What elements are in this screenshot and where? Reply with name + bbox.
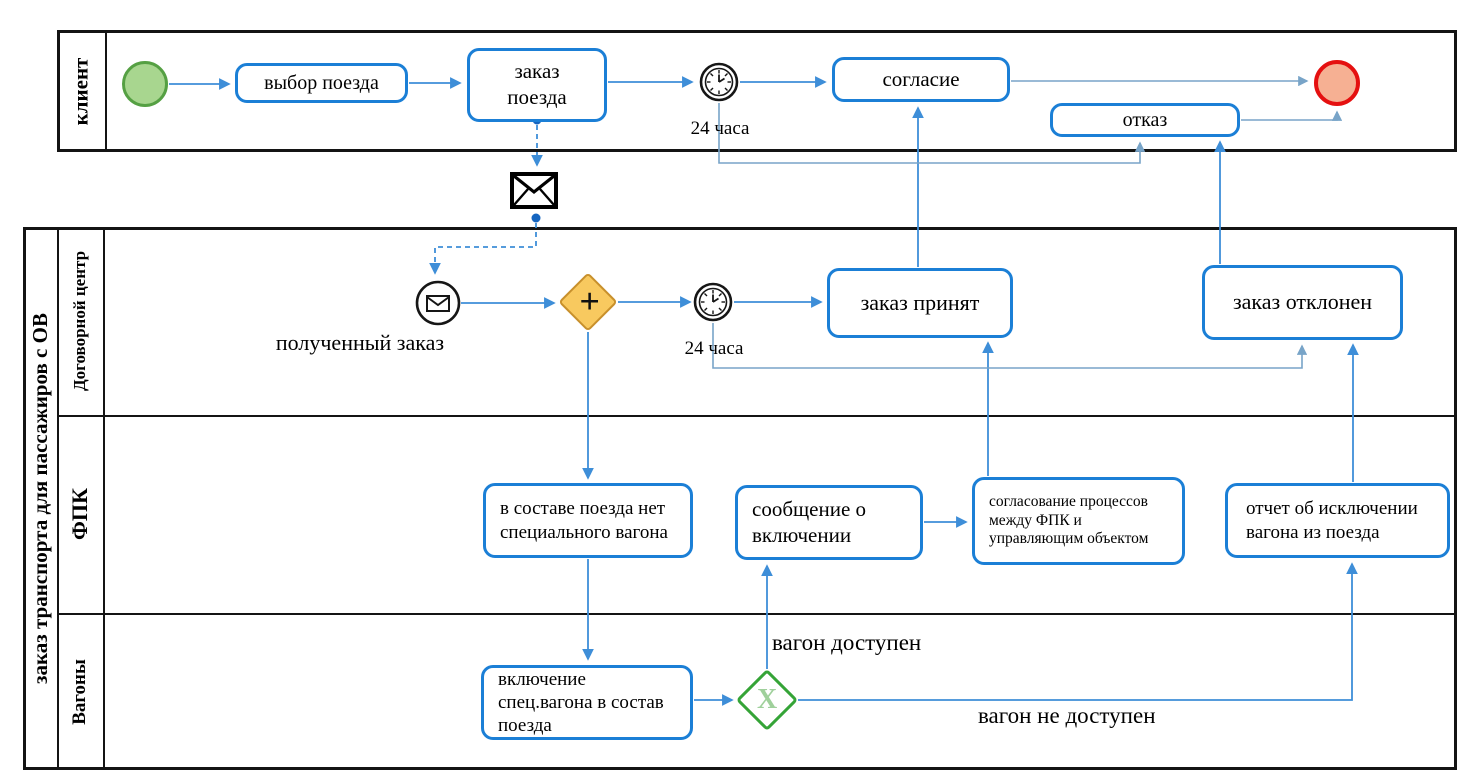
pool-main-label: заказ транспорта для пассажиров с ОВ [23, 227, 57, 770]
pool-main-label-text: заказ транспорта для пассажиров с ОВ [27, 313, 52, 684]
task-refusal: отказ [1050, 103, 1240, 137]
task-order-accepted: заказ принят [827, 268, 1013, 338]
received-order-label-text: полученный заказ [275, 330, 445, 355]
pool-client-label: клиент [57, 30, 105, 152]
task-order-rejected-label: заказ отклонен [1232, 289, 1373, 315]
task-no-special-car-label: в составе поезда нет специального вагона [500, 498, 668, 543]
task-order-rejected: заказ отклонен [1202, 265, 1403, 340]
message-envelope-icon [510, 172, 558, 209]
timer-client-label-text: 24 часа [690, 118, 750, 139]
received-order-label: полученный заказ [258, 330, 462, 356]
parallel-gateway-plus-icon: + [579, 280, 600, 321]
timer-client-label: 24 часа [672, 118, 768, 140]
task-process-alignment-label: согласование процессов между ФПК и управ… [989, 492, 1149, 548]
car-available-label: вагон доступен [772, 630, 992, 656]
car-not-available-label-text: вагон не доступен [978, 703, 1156, 728]
task-include-car-label: включение спец.вагона в состав поезда [498, 668, 664, 737]
task-order-train: заказ поезда [467, 48, 607, 122]
task-no-special-car: в составе поезда нет специального вагона [483, 483, 693, 558]
task-consent: согласие [832, 57, 1010, 102]
timer-center-label: 24 часа [666, 338, 762, 360]
lane-wagons-label-text: Вагоны [69, 658, 91, 725]
start-event [122, 61, 168, 107]
task-refusal-label: отказ [1122, 108, 1168, 131]
task-inclusion-message: сообщение о включении [735, 485, 923, 560]
lane-wagons-label: Вагоны [57, 613, 103, 770]
lane-fpk-label: ФПК [57, 415, 103, 613]
task-select-train-label: выбор поезда [264, 71, 379, 94]
message-flow-dot-bottom [531, 213, 541, 223]
task-consent-label: согласие [882, 66, 960, 91]
timer-event-client-icon [699, 62, 739, 102]
end-event [1314, 60, 1360, 106]
lane-fpk-label-text: ФПК [67, 488, 92, 540]
task-order-train-label: заказ поезда [507, 59, 567, 109]
message-catch-event-icon [415, 280, 461, 326]
car-available-label-text: вагон доступен [772, 630, 922, 655]
task-order-accepted-label: заказ принят [860, 289, 980, 315]
pool-client-label-text: клиент [68, 57, 93, 125]
task-inclusion-message-label: сообщение о включении [752, 496, 867, 547]
lane-label-divider [103, 227, 105, 770]
timer-center-label-text: 24 часа [684, 338, 744, 359]
lane-center-label: Договорной центр [57, 227, 103, 415]
pool-client-label-divider [105, 30, 107, 152]
lane-center-label-text: Договорной центр [70, 250, 90, 392]
lane-divider-fpk-wagons [57, 613, 1457, 615]
task-exclusion-report: отчет об исключении вагона из поезда [1225, 483, 1450, 558]
task-include-car: включение спец.вагона в состав поезда [481, 665, 693, 740]
task-select-train: выбор поезда [235, 63, 408, 103]
exclusive-gateway-x-icon: X [756, 683, 778, 715]
timer-event-center-icon [693, 282, 733, 322]
task-process-alignment: согласование процессов между ФПК и управ… [972, 477, 1185, 565]
pool-main-label-divider [57, 227, 59, 770]
lane-divider-center-fpk [57, 415, 1457, 417]
task-exclusion-report-label: отчет об исключении вагона из поезда [1246, 498, 1418, 543]
car-not-available-label: вагон не доступен [978, 703, 1258, 729]
